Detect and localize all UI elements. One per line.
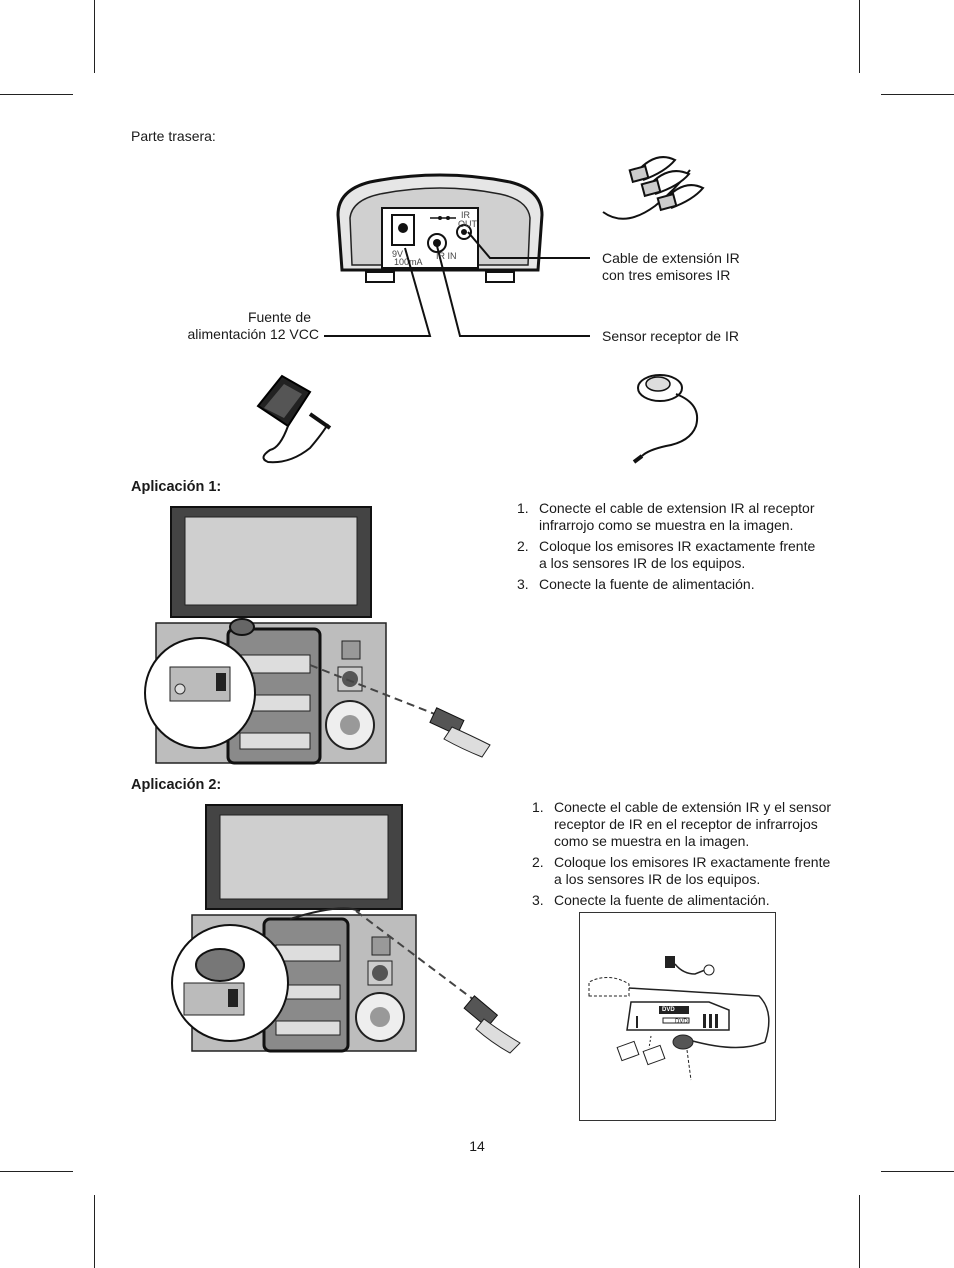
crop-mark: [94, 1195, 95, 1268]
app2-step-1: 1. Conecte el cable de extensión IR y el …: [532, 799, 832, 850]
app2-step-3: 3. Conecte la fuente de alimentación.: [532, 892, 832, 909]
app1-step-3: 3. Conecte la fuente de alimentación.: [517, 576, 817, 593]
emitter-cable-illustration: [602, 156, 705, 220]
page-number: 14: [469, 1138, 485, 1154]
app1-illustration: [144, 506, 491, 765]
dvd-label: DVD: [675, 1019, 688, 1025]
app2-illustration: [171, 804, 521, 1054]
app1-heading: Aplicación 1:: [131, 479, 222, 495]
app1-step-2: 2. Coloque los emisores IR exactamente fr…: [517, 538, 817, 572]
callout-power-line1: Fuente de: [247, 309, 311, 325]
crop-mark: [0, 1171, 73, 1172]
step-text: Conecte la fuente de alimentación.: [539, 576, 755, 592]
section-title-back: Parte trasera:: [131, 128, 216, 144]
crop-mark: [881, 94, 954, 95]
step-number: 3.: [532, 892, 544, 908]
app2-steps: 1. Conecte el cable de extensión IR y el …: [532, 799, 832, 913]
callout-receiver: Sensor receptor de IR: [602, 328, 739, 344]
ir-hub-back-illustration: [336, 173, 544, 283]
power-spec-top: 9V: [392, 249, 404, 259]
app2-step-2: 2. Coloque los emisores IR exactamente fr…: [532, 854, 832, 888]
power-adapter-illustration: [256, 374, 332, 464]
step-number: 1.: [532, 799, 544, 815]
ir-out-label-bottom: OUT: [458, 219, 477, 229]
step-number: 2.: [532, 854, 544, 870]
app1-step-1: 1. Conecte el cable de extension IR al re…: [517, 500, 817, 534]
callout-lines: [324, 231, 590, 337]
callout-extension-line1: Cable de extensión IR: [602, 250, 740, 266]
crop-mark: [881, 1171, 954, 1172]
step-text: Coloque los emisores IR exactamente fren…: [539, 538, 816, 571]
dvd-diagram: [579, 912, 776, 1121]
ir-out-label-top: IR: [461, 210, 470, 220]
step-text: Conecte la fuente de alimentación.: [554, 892, 770, 908]
ir-in-label: IR IN: [436, 251, 457, 261]
step-text: Conecte el cable de extensión IR y el se…: [554, 799, 832, 849]
crop-mark: [859, 0, 860, 73]
crop-mark: [0, 94, 73, 95]
callout-power-line2: alimentación 12 VCC: [187, 326, 319, 342]
app1-steps: 1. Conecte el cable de extension IR al re…: [517, 500, 817, 597]
dvd-logo: DVD: [662, 1007, 675, 1013]
app2-heading: Aplicación 2:: [131, 777, 222, 793]
ir-receiver-illustration: [632, 374, 698, 464]
crop-mark: [94, 0, 95, 73]
step-text: Conecte el cable de extension IR al rece…: [539, 500, 815, 533]
crop-mark: [859, 1195, 860, 1268]
callout-extension-line2: con tres emisores IR: [602, 267, 731, 283]
step-number: 1.: [517, 500, 529, 516]
step-number: 2.: [517, 538, 529, 554]
step-number: 3.: [517, 576, 529, 592]
step-text: Coloque los emisores IR exactamente fren…: [554, 854, 831, 887]
